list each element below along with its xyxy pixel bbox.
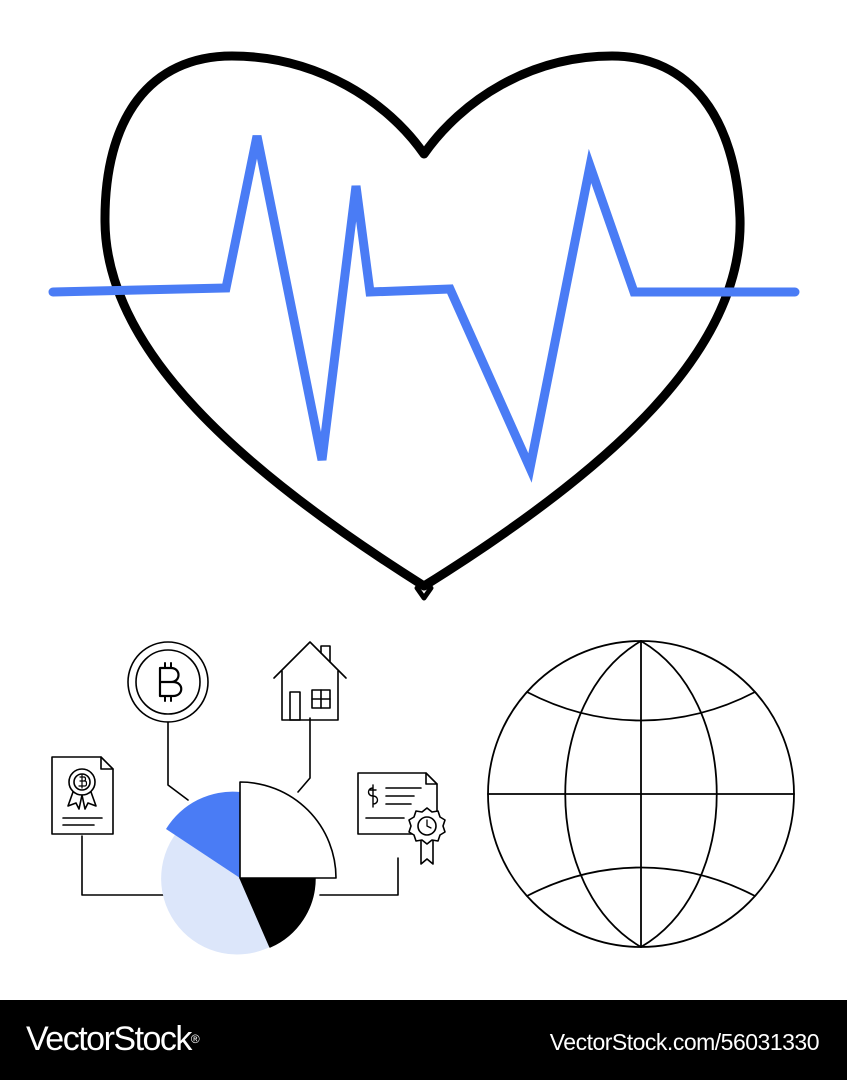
- pie-slice-light: [161, 832, 272, 955]
- house-icon: [273, 641, 347, 721]
- heart-tip-notch: [414, 585, 434, 601]
- pie-slice-blue: [166, 791, 240, 878]
- pie-chart-icon: [161, 781, 337, 955]
- certificate-document-icon: [51, 756, 114, 835]
- heartbeat-line-icon: [48, 135, 800, 483]
- brand-name: VectorStock: [26, 1020, 192, 1058]
- image-id-label: VectorStock.com/56031330: [549, 1029, 820, 1055]
- footer-bar: VectorStock® VectorStock.com/56031330: [0, 1000, 847, 1080]
- registered-mark: ®: [190, 1032, 200, 1046]
- globe-icon: [487, 640, 795, 948]
- cheque-with-seal-icon: [357, 772, 446, 865]
- illustration-canvas: [48, 51, 800, 955]
- heart-icon: [100, 51, 745, 591]
- pie-slice-outline: [239, 781, 337, 879]
- brand-logo: VectorStock®: [26, 1019, 200, 1059]
- bitcoin-coin-icon: [127, 641, 209, 723]
- pie-slice-black: [239, 877, 316, 948]
- connector-lines: [81, 717, 399, 896]
